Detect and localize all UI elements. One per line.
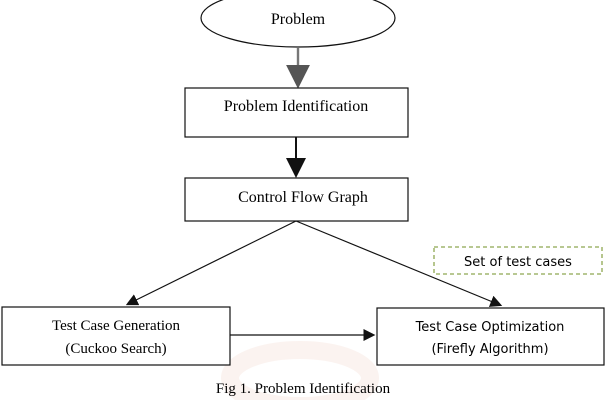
control-flow-graph-node: Control Flow Graph	[184, 177, 409, 222]
test-case-optimization-label: Test Case Optimization	[415, 320, 565, 335]
test-case-optimization-box	[376, 307, 605, 366]
problem-ellipse	[200, 0, 396, 48]
figure-caption: Fig 1. Problem Identification	[216, 381, 391, 397]
problem-identification-node: Problem Identification	[184, 87, 409, 138]
watermark-seal	[221, 341, 379, 400]
problem-identification-label: Problem Identification	[224, 98, 368, 115]
arrow-cfg-to-optimization	[295, 220, 503, 307]
test-case-optimization-node: Test Case Optimization (Firefly Algorith…	[376, 307, 605, 366]
test-case-generation-label: Test Case Generation	[52, 318, 181, 334]
problem-node: Problem	[200, 0, 396, 48]
arrow-cfg-to-generation	[125, 220, 297, 306]
problem-identification-box	[184, 87, 409, 138]
set-of-test-cases-note: Set of test cases	[433, 246, 603, 275]
control-flow-graph-label: Control Flow Graph	[238, 189, 368, 206]
test-case-generation-node: Test Case Generation (Cuckoo Search)	[1, 306, 231, 366]
test-case-optimization-method: (Firefly Algorithm)	[431, 342, 548, 357]
control-flow-graph-box	[184, 177, 409, 222]
test-case-generation-box	[1, 306, 231, 366]
test-case-generation-method: (Cuckoo Search)	[65, 341, 166, 357]
problem-label: Problem	[271, 11, 326, 28]
set-of-test-cases-box	[433, 246, 603, 275]
set-of-test-cases-label: Set of test cases	[464, 255, 572, 270]
